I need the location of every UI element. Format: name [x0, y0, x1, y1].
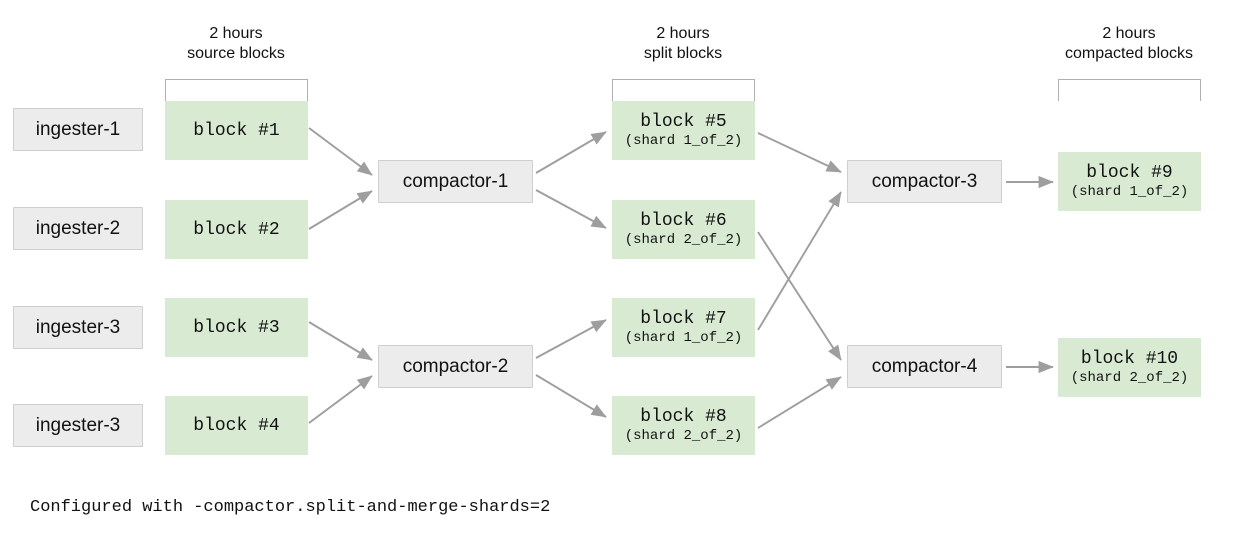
split-block-5[interactable]: block #5 (shard 1_of_2) [612, 101, 755, 160]
block-name: block #2 [193, 219, 280, 240]
block-name: block #9 [1086, 162, 1173, 183]
ingester-label: ingester-3 [35, 316, 121, 338]
group-label-source-blocks: 2 hours source blocks [156, 24, 316, 64]
bracket-compacted-blocks [1058, 79, 1201, 101]
group-label-split-blocks: 2 hours split blocks [603, 24, 763, 64]
ingester-node-2[interactable]: ingester-2 [13, 207, 143, 250]
arrow-block8-compactor4 [757, 376, 842, 429]
block-shard: (shard 2_of_2) [624, 427, 743, 444]
compactor-label: compactor-1 [402, 170, 509, 192]
group-label-split-line1: 2 hours [656, 25, 710, 42]
block-name: block #7 [640, 308, 727, 329]
ingester-label: ingester-3 [35, 414, 121, 436]
ingester-node-3[interactable]: ingester-3 [13, 306, 143, 349]
configuration-caption: Configured with -compactor.split-and-mer… [30, 498, 551, 517]
compactor-node-1[interactable]: compactor-1 [378, 160, 533, 203]
block-name: block #6 [640, 210, 727, 231]
block-name: block #10 [1080, 348, 1179, 369]
compactor-node-2[interactable]: compactor-2 [378, 345, 533, 388]
group-label-compacted-blocks: 2 hours compacted blocks [1049, 24, 1209, 64]
source-block-1[interactable]: block #1 [165, 101, 308, 160]
arrow-block5-compactor3 [757, 132, 842, 173]
arrow-block3-compactor2 [308, 321, 373, 361]
split-block-7[interactable]: block #7 (shard 1_of_2) [612, 298, 755, 357]
block-name: block #5 [640, 111, 727, 132]
split-block-8[interactable]: block #8 (shard 2_of_2) [612, 396, 755, 455]
arrow-compactor1-block5 [535, 131, 607, 174]
arrow-block7-compactor3 [757, 191, 842, 331]
ingester-node-4[interactable]: ingester-3 [13, 404, 143, 447]
block-name: block #3 [193, 317, 280, 338]
bracket-split-blocks [612, 79, 755, 101]
arrow-block6-compactor4 [757, 231, 842, 361]
compacted-block-9[interactable]: block #9 (shard 1_of_2) [1058, 152, 1201, 211]
block-shard: (shard 1_of_2) [1070, 183, 1189, 200]
arrow-compactor2-block7 [535, 319, 607, 359]
group-label-split-line2: split blocks [643, 45, 723, 62]
ingester-node-1[interactable]: ingester-1 [13, 108, 143, 151]
group-label-source-line2: source blocks [187, 45, 285, 62]
compactor-node-3[interactable]: compactor-3 [847, 160, 1002, 203]
block-shard: (shard 2_of_2) [624, 231, 743, 248]
compactor-label: compactor-3 [871, 170, 978, 192]
bracket-source-blocks [165, 79, 308, 101]
compactor-label: compactor-2 [402, 355, 509, 377]
group-label-compacted-line2: compacted blocks [1064, 45, 1194, 62]
arrow-block4-compactor2 [308, 375, 373, 424]
ingester-label: ingester-1 [35, 118, 121, 140]
split-block-6[interactable]: block #6 (shard 2_of_2) [612, 200, 755, 259]
block-name: block #1 [193, 120, 280, 141]
compacted-block-10[interactable]: block #10 (shard 2_of_2) [1058, 338, 1201, 397]
block-name: block #4 [193, 415, 280, 436]
source-block-4[interactable]: block #4 [165, 396, 308, 455]
arrow-compactor2-block8 [535, 374, 607, 418]
arrow-block2-compactor1 [308, 190, 373, 230]
group-label-source-line1: 2 hours [209, 25, 263, 42]
source-block-2[interactable]: block #2 [165, 200, 308, 259]
group-label-compacted-line1: 2 hours [1102, 25, 1156, 42]
compactor-label: compactor-4 [871, 355, 978, 377]
block-name: block #8 [640, 406, 727, 427]
block-shard: (shard 2_of_2) [1070, 369, 1189, 386]
block-shard: (shard 1_of_2) [624, 329, 743, 346]
source-block-3[interactable]: block #3 [165, 298, 308, 357]
ingester-label: ingester-2 [35, 217, 121, 239]
arrow-compactor1-block6 [535, 189, 607, 229]
compactor-node-4[interactable]: compactor-4 [847, 345, 1002, 388]
block-shard: (shard 1_of_2) [624, 132, 743, 149]
arrow-block1-compactor1 [308, 127, 373, 176]
